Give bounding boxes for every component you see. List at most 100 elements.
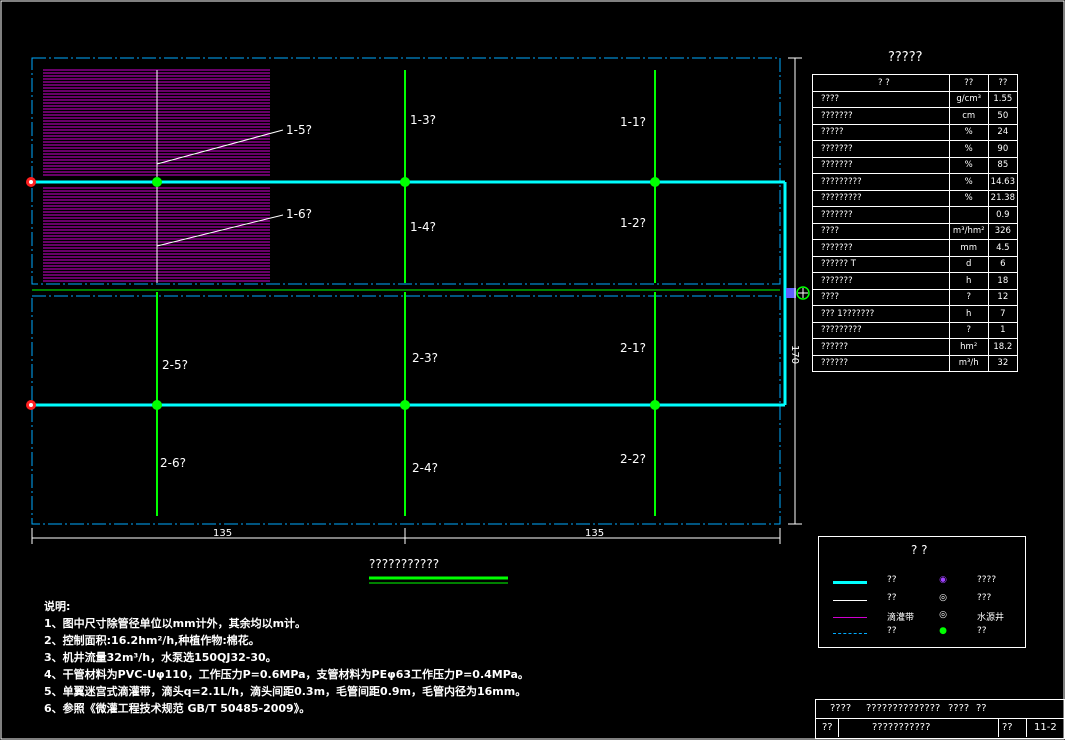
params-header-name: ? ? xyxy=(812,74,950,92)
param-name: ??????? xyxy=(812,239,950,257)
title-block-cell: ??????????? xyxy=(872,722,931,733)
zone-label-2-6: 2-6? xyxy=(160,456,186,470)
note-item: 4、干管材料为PVC-Uφ110，工作压力P=0.6MPa，支管材料为PEφ63… xyxy=(44,668,529,681)
well-pump-icon xyxy=(786,286,810,300)
param-unit: g/cm³ xyxy=(948,90,989,108)
param-value: 18 xyxy=(987,272,1019,290)
zone-label-1-3: 1-3? xyxy=(410,113,436,127)
legend-row: ?? ● ?? xyxy=(819,626,1025,642)
valve-icon: ● xyxy=(939,626,947,636)
pump-icon: ◉ xyxy=(939,575,947,585)
leader-1-5 xyxy=(156,129,284,165)
dim-right: 135 xyxy=(585,528,604,539)
title-block-cell: ???? xyxy=(830,703,852,714)
param-unit: h xyxy=(948,272,989,290)
param-value: 21.38 xyxy=(987,189,1019,207)
legend-row: ?? ◉ ???? xyxy=(819,575,1025,591)
param-value: 4.5 xyxy=(987,239,1019,257)
params-row: ???????0.9 xyxy=(812,206,1019,224)
param-name: ????????? xyxy=(812,173,950,191)
dimension-lines xyxy=(31,57,802,544)
param-value: 32 xyxy=(987,354,1019,372)
title-block-cell: 11-2 xyxy=(1034,722,1057,733)
param-value: 18.2 xyxy=(987,338,1019,356)
param-unit: % xyxy=(948,173,989,191)
param-value: 6 xyxy=(987,255,1019,273)
params-header-value: ?? xyxy=(987,74,1019,92)
param-unit: d xyxy=(948,255,989,273)
notes-section: 说明: 1、图中尺寸除管径单位以mm计外，其余均以m计。 2、控制面积:16.2… xyxy=(44,598,529,717)
zone-label-2-3: 2-3? xyxy=(412,351,438,365)
param-unit: % xyxy=(948,189,989,207)
param-name: ?????? xyxy=(812,338,950,356)
param-value: 1 xyxy=(987,321,1019,339)
param-name: ??????? xyxy=(812,156,950,174)
title-block: ???? ?????????????? ???? ?? ?? ?????????… xyxy=(815,699,1065,739)
param-value: 0.9 xyxy=(987,206,1019,224)
legend-text: ?? xyxy=(887,626,897,636)
note-item: 2、控制面积:16.2hm²/h,种植作物:棉花。 xyxy=(44,634,260,647)
note-item: 5、单翼迷宫式滴灌带，滴头q=2.1L/h，滴头间距0.3m，毛管间距0.9m，… xyxy=(44,685,527,698)
param-value: 50 xyxy=(987,107,1019,125)
leader-1-6 xyxy=(156,214,284,247)
param-value: 7 xyxy=(987,305,1019,323)
params-row: ?????????%21.38 xyxy=(812,189,1019,207)
junction-nodes xyxy=(152,177,660,410)
branch-pipe-swatch xyxy=(833,600,867,601)
params-row: ???????%90 xyxy=(812,140,1019,158)
param-name: ????? xyxy=(812,123,950,141)
param-unit: ? xyxy=(948,321,989,339)
param-value: 1.55 xyxy=(987,90,1019,108)
zone-label-1-5: 1-5? xyxy=(286,123,312,137)
zone-label-1-4: 1-4? xyxy=(410,220,436,234)
legend-text: ???? xyxy=(977,575,997,585)
param-name: ?????? T xyxy=(812,255,950,273)
param-name: ????????? xyxy=(812,321,950,339)
legend-text: 水源井 xyxy=(977,613,1005,623)
legend-box: ? ? ?? ◉ ???? ?? ◎ ??? 滴灌带 ◎ 水源井 ?? ● ?? xyxy=(818,536,1026,648)
dim-left: 135 xyxy=(213,528,232,539)
param-name: ?????? xyxy=(812,354,950,372)
params-header-row: ? ? ?? ?? xyxy=(812,74,1019,92)
param-unit: h xyxy=(948,305,989,323)
param-name: ???? xyxy=(812,90,950,108)
plan-title: ??????????? xyxy=(369,557,440,571)
legend-text: ?? xyxy=(887,593,897,603)
param-unit: cm xyxy=(948,107,989,125)
params-row: ?????12 xyxy=(812,288,1019,306)
param-name: ???? xyxy=(812,222,950,240)
legend-row: 滴灌带 ◎ 水源井 xyxy=(819,610,1025,626)
boundary-swatch xyxy=(833,633,867,634)
note-item: 1、图中尺寸除管径单位以mm计外，其余均以m计。 xyxy=(44,617,307,630)
zone-label-1-1: 1-1? xyxy=(620,115,646,129)
note-item: 6、参照《微灌工程技术规范 GB/T 50485-2009》。 xyxy=(44,702,311,715)
valve-icon xyxy=(26,177,36,410)
params-row: ?????????%14.63 xyxy=(812,173,1019,191)
param-name: ??????? xyxy=(812,140,950,158)
param-unit: m³/h xyxy=(948,354,989,372)
title-block-cell: ?????????????? xyxy=(866,703,941,714)
legend-title: ? ? xyxy=(911,543,928,557)
param-name: ???? xyxy=(812,288,950,306)
param-name: ????????? xyxy=(812,189,950,207)
param-unit xyxy=(948,206,989,224)
param-value: 326 xyxy=(987,222,1019,240)
param-unit: % xyxy=(948,123,989,141)
param-unit: % xyxy=(948,140,989,158)
param-unit: hm² xyxy=(948,338,989,356)
param-value: 85 xyxy=(987,156,1019,174)
zone-label-2-5: 2-5? xyxy=(162,358,188,372)
title-block-cell: ?? xyxy=(822,722,833,733)
param-value: 14.63 xyxy=(987,173,1019,191)
main-pipe-swatch xyxy=(833,581,867,584)
param-name: ??????? xyxy=(812,272,950,290)
branch-pipes xyxy=(156,70,656,516)
